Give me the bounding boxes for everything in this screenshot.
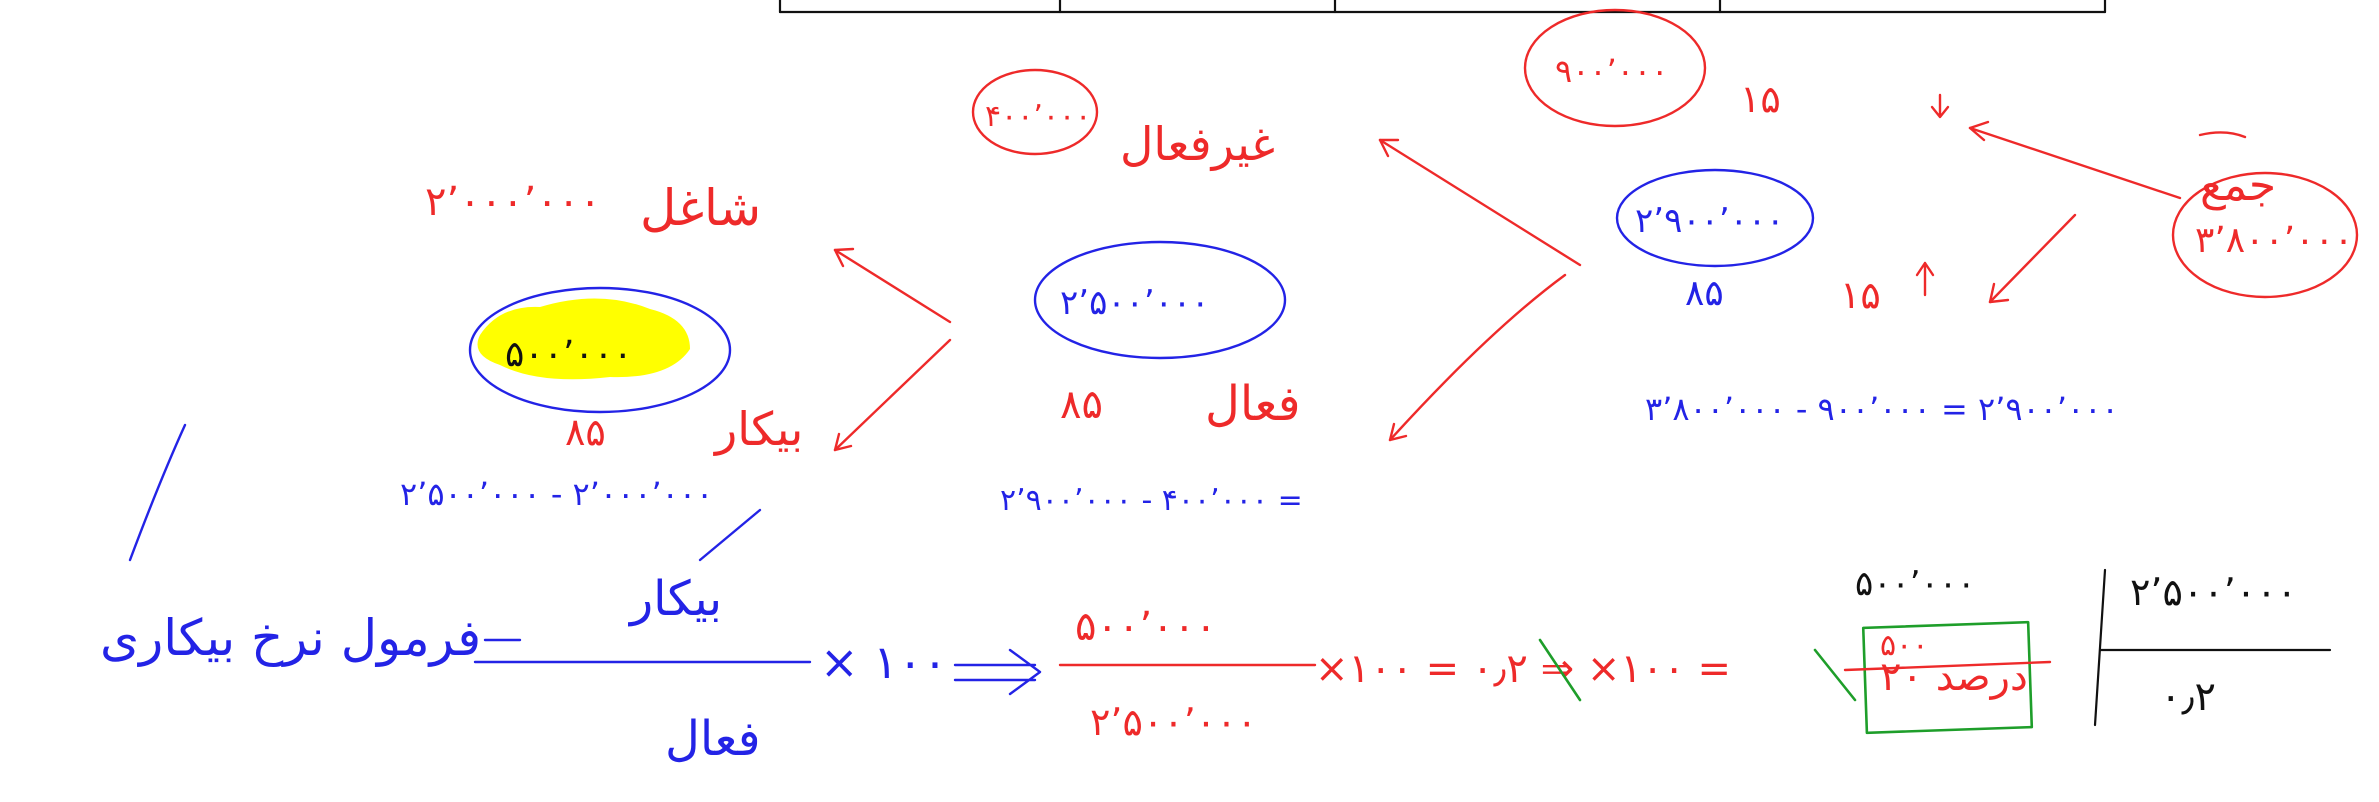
inactive-value: ۹۰۰٬۰۰۰ bbox=[1555, 52, 1668, 90]
active-label: فعال bbox=[1205, 376, 1301, 432]
non-active-circle bbox=[971, 68, 1099, 156]
division-dividend: ۵۰۰٬۰۰۰ bbox=[1855, 564, 1975, 604]
formula-denominator: فعال bbox=[665, 711, 761, 767]
result-box bbox=[1861, 620, 2034, 735]
total-label: جمع bbox=[2200, 160, 2276, 211]
non-active-value: ۴۰۰٬۰۰۰ bbox=[985, 99, 1091, 134]
unemployed-node: ۵۰۰٬۰۰۰ ۸۵ بیکار ۲٬۵۰۰٬۰۰۰ - ۲٬۰۰۰٬۰۰۰ bbox=[128, 286, 803, 562]
active-count-left: ۸۵ bbox=[1685, 273, 1724, 314]
active-count-right: ۱۵ bbox=[1840, 273, 1881, 317]
employed-node: ۲٬۰۰۰٬۰۰۰ شاغل bbox=[425, 179, 761, 237]
calc-denominator: ۲٬۵۰۰٬۰۰۰ bbox=[1090, 700, 1257, 744]
active-circle bbox=[1615, 168, 1815, 268]
active-branch-subtraction: ۲٬۹۰۰٬۰۰۰ - ۴۰۰٬۰۰۰ = bbox=[1000, 483, 1303, 518]
inactive-node: ۹۰۰٬۰۰۰ ۱۵ bbox=[1523, 8, 2182, 200]
inactive-circle bbox=[1523, 8, 1707, 128]
active-branch-circle bbox=[1033, 240, 1287, 360]
employed-value: ۲٬۰۰۰٬۰۰۰ bbox=[425, 179, 601, 225]
branch-arrows-1 bbox=[1378, 138, 1582, 442]
top-table bbox=[778, 0, 2107, 14]
division-remainder: ۵۰۰ bbox=[1880, 628, 1928, 663]
active-subtraction: ۳٬۸۰۰٬۰۰۰ - ۹۰۰٬۰۰۰ = ۲٬۹۰۰٬۰۰۰ bbox=[1645, 390, 2119, 428]
formula-numerator: بیکار bbox=[628, 571, 722, 627]
total-value: ۳٬۸۰۰٬۰۰۰ bbox=[2195, 220, 2353, 261]
calculation: ۵۰۰٬۰۰۰ ۲٬۵۰۰٬۰۰۰ ×۱۰۰ = ۰٫۲ ⇒ ×۱۰۰ = ۲۰… bbox=[1058, 604, 2034, 744]
result: ۲۰ درصد bbox=[1880, 654, 2028, 700]
active-branch-pct: ۸۵ bbox=[1060, 382, 1103, 428]
total-circle bbox=[2171, 171, 2359, 299]
active-value: ۲٬۹۰۰٬۰۰۰ bbox=[1635, 201, 1784, 241]
active-branch-value: ۲٬۵۰۰٬۰۰۰ bbox=[1060, 283, 1209, 323]
long-division: ۲٬۵۰۰٬۰۰۰ ۵۰۰٬۰۰۰ ۵۰۰ ۰٫۲ bbox=[1843, 564, 2332, 727]
unemployed-value: ۵۰۰٬۰۰۰ bbox=[505, 334, 632, 375]
division-divisor: ۲٬۵۰۰٬۰۰۰ bbox=[2130, 570, 2297, 614]
unemployed-label: بیکار bbox=[713, 402, 803, 456]
formula-title: فرمول نرخ بیکاری bbox=[100, 609, 481, 667]
active-node: ۲٬۹۰۰٬۰۰۰ ۸۵ ۱۵ ۳٬۸۰۰٬۰۰۰ - ۹۰۰٬۰۰۰ = ۲٬… bbox=[1615, 168, 2119, 428]
unemployed-highlight bbox=[477, 298, 690, 380]
unemployed-circle bbox=[468, 286, 732, 414]
non-active-label: غیرفعال bbox=[1120, 117, 1275, 172]
non-active-node: ۴۰۰٬۰۰۰ غیرفعال bbox=[971, 68, 1275, 172]
formula: فرمول نرخ بیکاری بیکار فعال × ۱۰۰ bbox=[100, 508, 1042, 767]
unemployed-pct: ۸۵ bbox=[565, 410, 606, 454]
division-quotient: ۰٫۲ bbox=[2160, 674, 2216, 720]
total-node: جمع ۳٬۸۰۰٬۰۰۰ bbox=[2171, 131, 2359, 299]
unemployed-subtraction: ۲٬۵۰۰٬۰۰۰ - ۲٬۰۰۰٬۰۰۰ bbox=[400, 475, 713, 513]
active-branch-node: ۲٬۵۰۰٬۰۰۰ ۸۵ فعال ۲٬۹۰۰٬۰۰۰ - ۴۰۰٬۰۰۰ = bbox=[833, 240, 1303, 518]
calc-step: ×۱۰۰ = ۰٫۲ ⇒ ×۱۰۰ = bbox=[1315, 646, 1731, 692]
formula-multiplier: × ۱۰۰ bbox=[820, 635, 947, 689]
calc-numerator: ۵۰۰٬۰۰۰ bbox=[1075, 604, 1217, 650]
employed-label: شاغل bbox=[640, 179, 761, 237]
inactive-count: ۱۵ bbox=[1740, 77, 1781, 121]
